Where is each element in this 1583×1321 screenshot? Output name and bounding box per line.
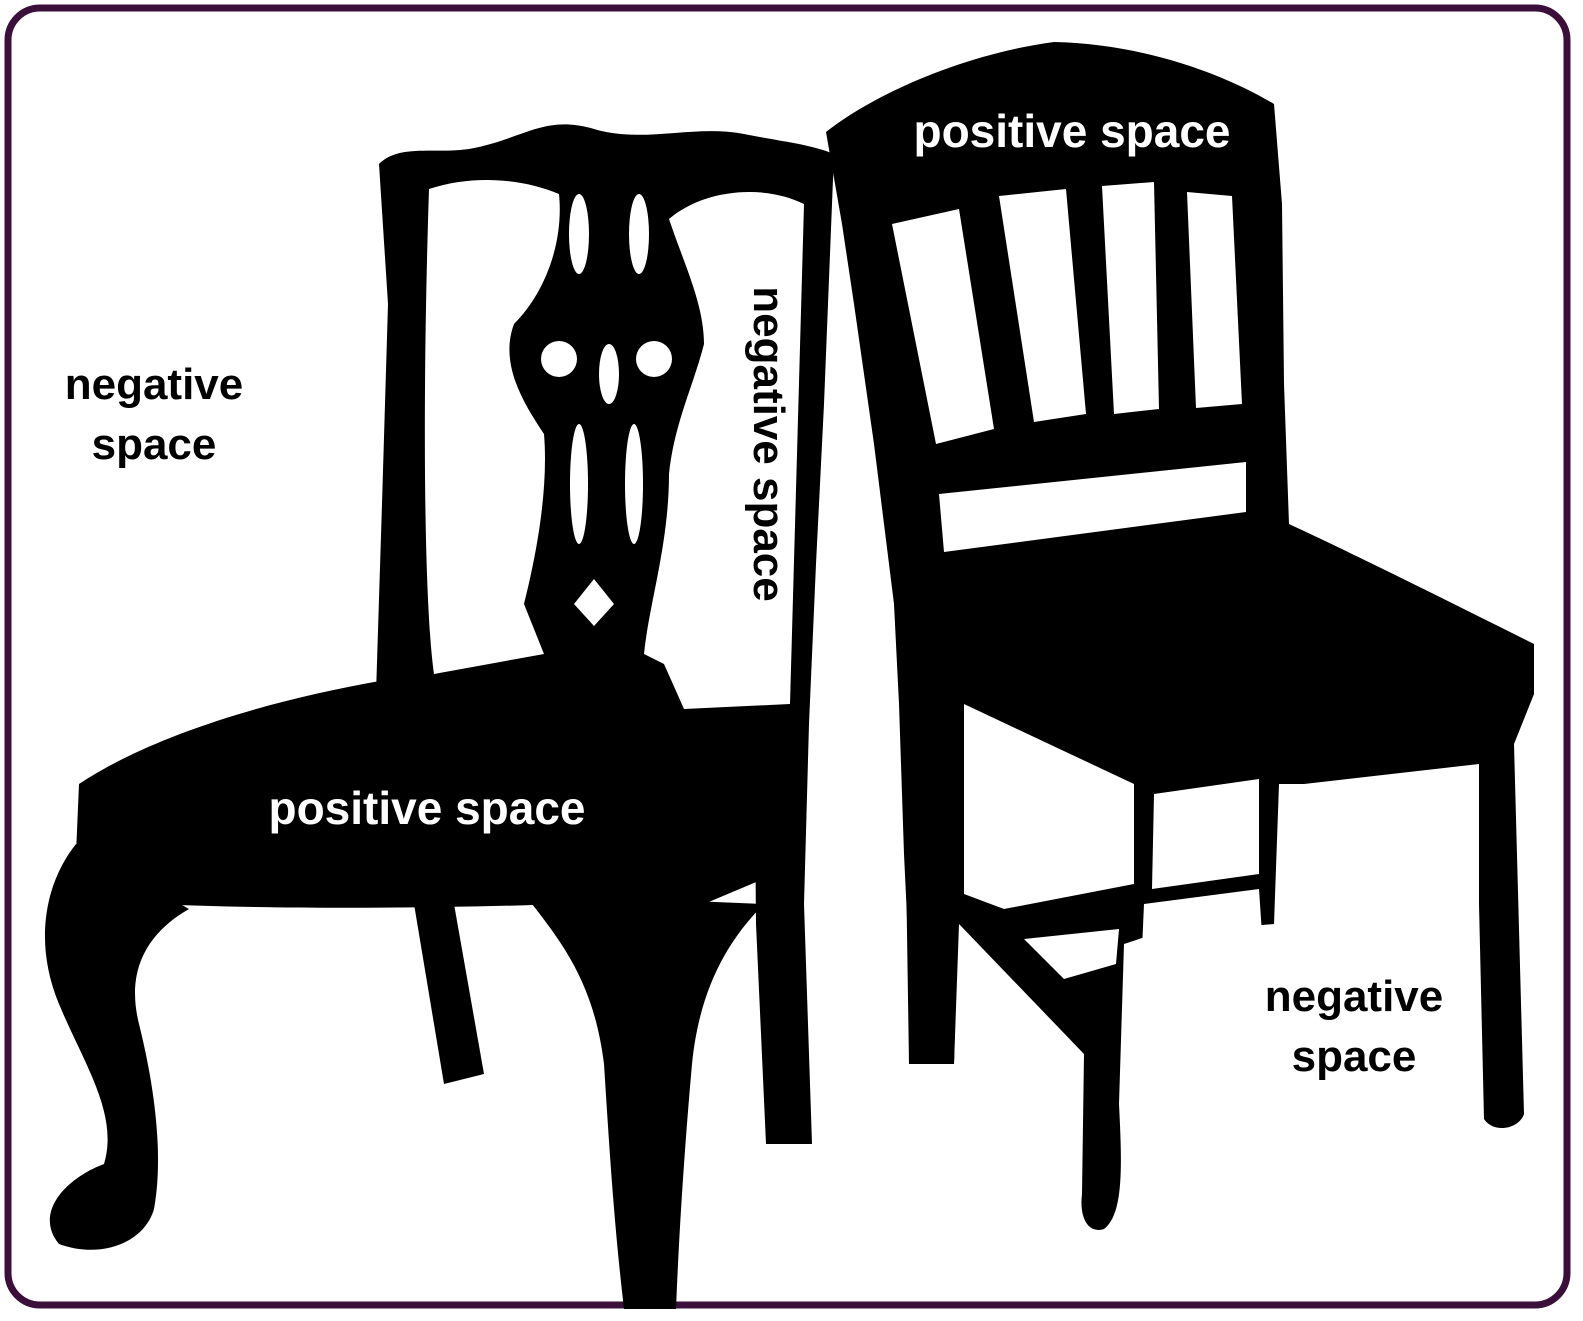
seat-positive-space-label: positive space (268, 782, 585, 834)
left-chair-splat-piercing-5 (599, 344, 619, 404)
left-chair-splat-piercing-1 (569, 194, 589, 274)
right-chair-stretcher-gap-2 (1152, 779, 1259, 889)
right-negative-space-label-line1: negative (1265, 972, 1444, 1021)
left-chair-splat-piercing-4 (636, 341, 672, 377)
left-negative-space-label-line1: negative (65, 360, 244, 409)
right-negative-space-label-line2: space (1292, 1032, 1417, 1081)
left-chair-splat-piercing-2 (629, 194, 649, 274)
left-negative-space-label-line2: space (92, 420, 217, 469)
positive-negative-space-diagram: negative space positive space negative s… (4, 4, 1571, 1309)
left-chair-splat-piercing-6 (570, 424, 588, 544)
left-chair-splat-piercing-7 (625, 424, 643, 544)
left-chair-splat-piercing-3 (541, 341, 577, 377)
back-negative-space-vertical-label: negative space (744, 286, 793, 602)
right-top-positive-space-label: positive space (913, 105, 1230, 157)
